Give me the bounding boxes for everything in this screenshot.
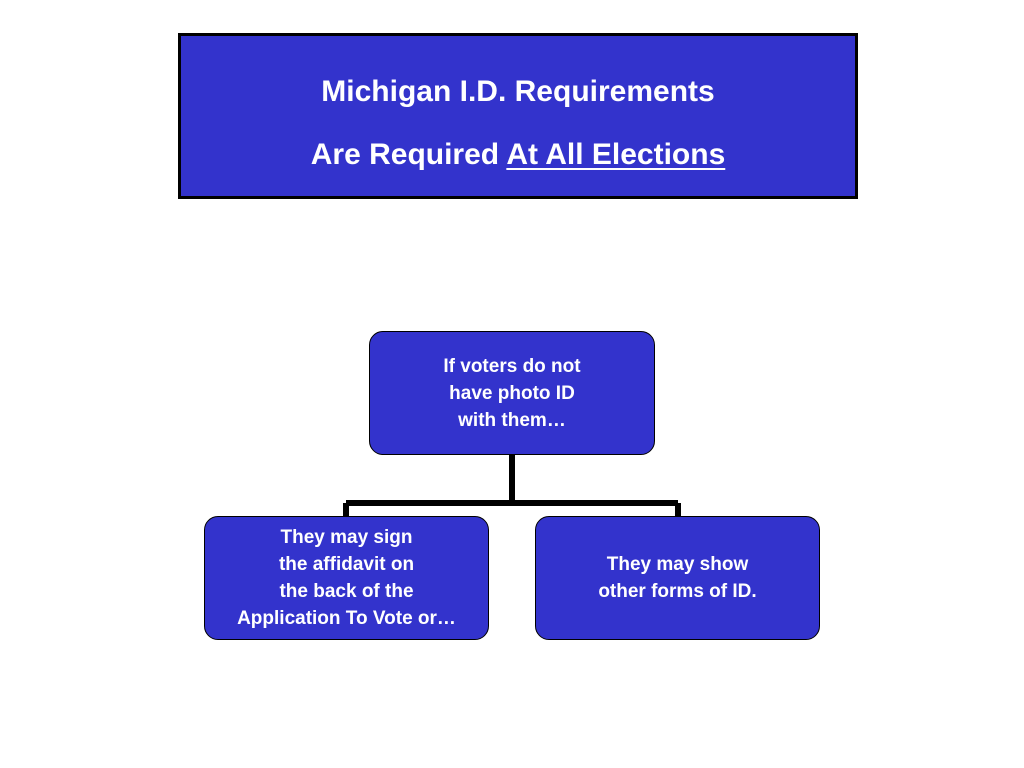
node-show-other-id-text: They may show other forms of ID. (598, 554, 757, 602)
title-line-1: Michigan I.D. Requirements (321, 75, 715, 108)
node-show-other-id: They may show other forms of ID. (535, 516, 820, 640)
title-banner: Michigan I.D. Requirements Are Required … (178, 33, 858, 199)
node-sign-affidavit: They may sign the affidavit on the back … (204, 516, 489, 640)
node-no-photo-id: If voters do not have photo ID with them… (369, 331, 655, 455)
node-sign-affidavit-text: They may sign the affidavit on the back … (237, 527, 456, 629)
title-line-2-prefix: Are Required (310, 138, 507, 171)
node-no-photo-id-text: If voters do not have photo ID with them… (443, 355, 581, 431)
title-line-2: Are Required At All Elections (181, 137, 855, 173)
title-line-2-emphasis: At All Elections (506, 138, 726, 171)
